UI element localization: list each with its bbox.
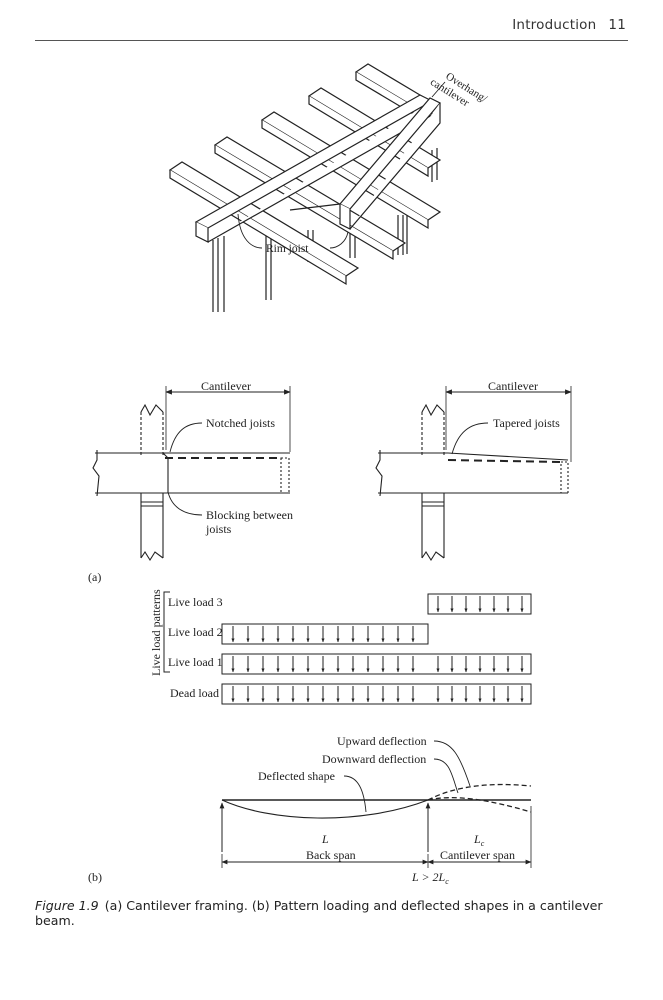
- load-row-live-1: [221, 653, 532, 675]
- deflected-shape-curve: [221, 799, 429, 819]
- figure-caption: Figure 1.9(a) Cantilever framing. (b) Pa…: [35, 898, 635, 928]
- panel-a-label: (a): [88, 570, 101, 584]
- section-tapered: [375, 386, 572, 562]
- joists: [168, 63, 442, 286]
- load-row-live-3: [427, 593, 532, 615]
- load-row-live-2: [221, 623, 429, 645]
- cantilever-span-label: Cantilever span: [440, 848, 515, 862]
- cantilever-symbol-main: L: [473, 832, 481, 846]
- caption-text: (a) Cantilever framing. (b) Pattern load…: [35, 898, 603, 928]
- section-notched: [92, 386, 291, 562]
- deflected-shape-label: Deflected shape: [258, 769, 335, 783]
- dead-load-label: Dead load: [170, 686, 219, 700]
- patterns-bracket: [163, 591, 170, 673]
- blocking-label-line-2: joists: [205, 522, 232, 536]
- back-span-label: Back span: [306, 848, 356, 862]
- rim-joist: [289, 97, 441, 230]
- downward-deflection-curve: [427, 796, 532, 813]
- blocking-label-line-1: Blocking between: [206, 508, 293, 522]
- figure-number: Figure 1.9: [35, 898, 99, 913]
- live-load-3-label: Live load 3: [168, 595, 223, 609]
- beam-deflection-diagram: [219, 740, 532, 868]
- panel-b-label: (b): [88, 870, 102, 884]
- live-load-2-label: Live load 2: [168, 625, 223, 639]
- live-load-patterns-label: Live load patterns: [149, 589, 163, 676]
- upward-deflection-label: Upward deflection: [337, 734, 427, 748]
- span-relation-main: L > 2L: [411, 870, 446, 884]
- back-span-symbol: L: [321, 832, 329, 846]
- live-load-1-label: Live load 1: [168, 655, 223, 669]
- span-relation: L > 2Lc: [411, 870, 449, 886]
- upward-deflection-curve: [427, 783, 532, 801]
- section-title: Introduction: [512, 17, 597, 33]
- downward-deflection-label: Downward deflection: [322, 752, 426, 766]
- page-number: 11: [608, 17, 626, 33]
- load-row-dead: [221, 683, 532, 705]
- running-head: Introduction 11: [512, 17, 626, 33]
- rim-joist-label: Rim joist: [266, 243, 309, 255]
- cantilever-label-right: Cantilever: [488, 379, 538, 393]
- cantilever-span-symbol: Lc: [473, 832, 485, 848]
- header-rule: [35, 40, 628, 41]
- cantilever-symbol-sub: c: [481, 839, 485, 848]
- notched-joists-label: Notched joists: [206, 416, 275, 430]
- page-header: Introduction 11: [0, 0, 663, 41]
- framing-isometric-drawing: [168, 63, 446, 312]
- span-relation-sub: c: [445, 877, 449, 886]
- tapered-joists-label: Tapered joists: [493, 416, 560, 430]
- cantilever-label-left: Cantilever: [201, 379, 251, 393]
